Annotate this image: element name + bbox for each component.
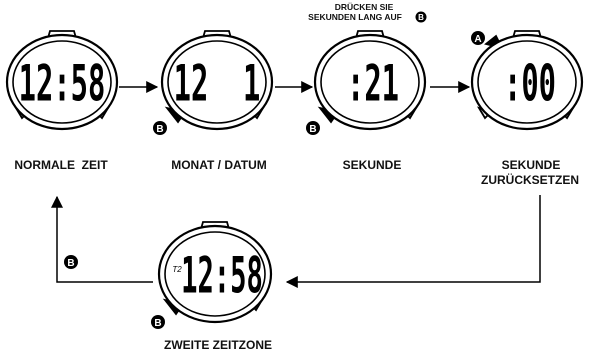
b-button-marker: B [153,121,167,135]
lcd-display: 12 1 [174,54,261,113]
instruction-line-2: SEKUNDEN LANG AUF [308,12,402,22]
b-button-marker: B [151,315,165,329]
b-button-marker: B [306,121,320,135]
label-seconds-reset-2: ZURÜCKSETZEN [481,173,579,187]
svg-text:B: B [418,13,424,22]
arrow-back-to-normal-time [51,195,153,283]
lcd-display: 12:58 [181,248,263,305]
lcd-display: 12:58 [19,54,106,113]
b-button-icon: B [415,11,427,23]
svg-text:A: A [474,34,481,45]
label-seconds-reset-1: SEKUNDE [501,158,561,172]
instruction-line-1: DRÜCKEN SIE [334,2,394,12]
label-second-timezone: ZWEITE ZEITZONE [164,338,272,352]
label-seconds: SEKUNDE [342,158,402,172]
label-month-date: MONAT / DATUM [171,158,267,172]
label-normal-time: NORMALE ZEIT [14,158,108,172]
watch-seconds-reset: :00 A [470,30,584,131]
arrow-to-second-timezone [285,195,541,288]
svg-text:B: B [154,318,161,329]
watch-month-date: 12 1 B [153,30,274,135]
svg-text:B: B [156,124,163,135]
a-button-marker: A [471,31,485,45]
watch-seconds: :21 B [306,30,427,135]
svg-text:B: B [309,124,316,135]
svg-text:B: B [67,258,74,269]
lcd-display: :00 [504,54,556,113]
watch-normal-time: 12:58 [5,30,119,131]
b-button-marker: B [64,255,78,269]
watch-second-timezone: T2 12:58 B [151,221,273,329]
timezone-tag: T2 [172,265,182,274]
lcd-display: :21 [347,54,399,113]
